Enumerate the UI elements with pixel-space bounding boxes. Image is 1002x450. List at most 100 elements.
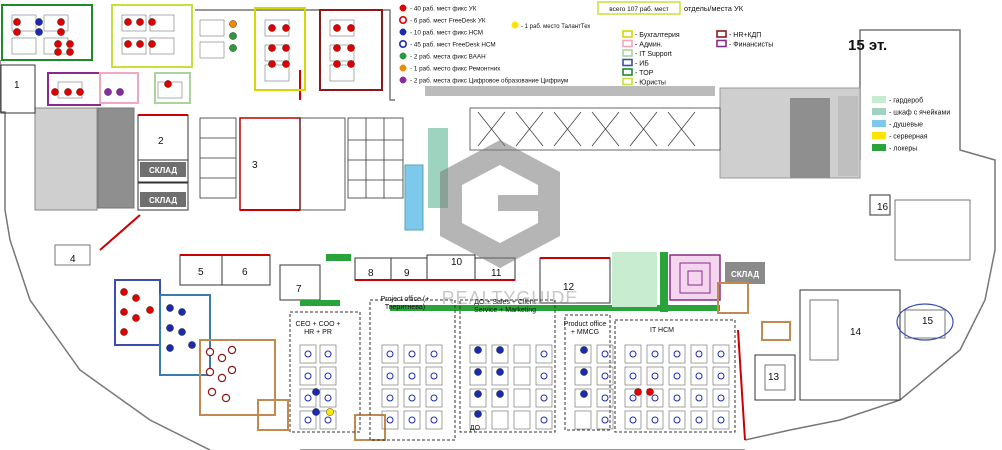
desk (425, 366, 443, 386)
building-outline (0, 9, 996, 450)
desk (646, 366, 664, 386)
zone-label-product-1: Product office (564, 321, 607, 328)
desk (574, 344, 592, 364)
legend-seat-text: - 45 раб. мест FreeDesk НСМ (410, 41, 496, 49)
legend-area-marker (872, 108, 886, 115)
legend-seat-marker (398, 39, 407, 48)
legend-talent: - 1 раб. место ТалантТех (511, 21, 590, 30)
legend-area-text: - гардероб (889, 97, 923, 105)
desk (11, 37, 37, 55)
seat-ring (540, 372, 548, 380)
legend-departments: - Бухгалтерия- Админ.- IT Support- ИБ- T… (622, 30, 773, 87)
seat-ring (695, 350, 703, 358)
room-number-14: 14 (850, 327, 862, 338)
zone-label-do-small: ДО (470, 425, 481, 432)
server-room (669, 254, 721, 301)
seat-dot (124, 18, 132, 26)
desk (624, 366, 642, 386)
legend-dept-marker (622, 58, 633, 67)
desk (469, 366, 487, 386)
zone-label-do-1: ДО + Sales + Client (474, 299, 536, 306)
room-number-7: 7 (296, 284, 302, 295)
seat-ring (324, 394, 332, 402)
floor-label: 15 эт. (848, 37, 887, 54)
zone-label-project-2: Тверитнева) (385, 304, 425, 311)
seat-dot (474, 410, 482, 418)
desk (596, 410, 614, 430)
desk (690, 410, 708, 430)
seat-dot (120, 308, 128, 316)
desk (425, 410, 443, 430)
seat-dot (326, 408, 334, 416)
desk (469, 344, 487, 364)
legend-area-marker (872, 96, 886, 103)
seat-ring (430, 416, 438, 424)
legend-area-marker (872, 120, 886, 127)
legend-seat-marker (399, 4, 407, 12)
seat-ring (673, 416, 681, 424)
desk (690, 344, 708, 364)
desk (199, 19, 225, 37)
seat-dot (347, 44, 355, 52)
seat-dot (268, 24, 276, 32)
seat-dot (205, 347, 215, 357)
seat-dot (634, 388, 642, 396)
seat-ring (673, 350, 681, 358)
room-15-outline (896, 303, 954, 341)
toilet-block (199, 117, 404, 199)
legend-dept-text: - HR+КДП (729, 32, 761, 39)
seat-dot (54, 40, 62, 48)
seat-ring (386, 350, 394, 358)
desk (329, 44, 355, 62)
desk (381, 344, 399, 364)
desk (712, 366, 730, 386)
seat-dot (229, 32, 237, 40)
seat-ring (324, 416, 332, 424)
seat-ring (324, 372, 332, 380)
seat-dot (217, 353, 227, 363)
storage-labels: СКЛАД СКЛАД СКЛАД (140, 162, 759, 279)
seat-dot (474, 346, 482, 354)
legend-dept-text: - Админ. (635, 42, 663, 49)
legend-dept-text: - Финансисты (729, 42, 773, 49)
seat-dot (347, 60, 355, 68)
room-number-3: 3 (252, 160, 258, 171)
seat-dot (580, 368, 588, 376)
seat-dot (207, 387, 217, 397)
seat-ring (695, 394, 703, 402)
desk (469, 388, 487, 408)
seat-ring (324, 350, 332, 358)
seat-dot (580, 346, 588, 354)
seat-dot (646, 388, 654, 396)
seat-ring (430, 394, 438, 402)
seat-ring (386, 416, 394, 424)
storage-label-3: СКЛАД (731, 270, 759, 279)
desk (668, 388, 686, 408)
room-number-13: 13 (768, 372, 780, 383)
total-box: всего 107 раб. мест отделы/места УК (597, 1, 744, 15)
room-number-1: 1 (14, 80, 20, 91)
seat-ring (540, 350, 548, 358)
legend-area-text: - душевые (889, 122, 923, 129)
seat-ring (601, 350, 609, 358)
desk (43, 14, 69, 32)
zone-label-ceo-2: HR + PR (304, 329, 332, 336)
desk (624, 410, 642, 430)
legend-areas: - гардероб- шкаф с ячейками- душевые- се… (872, 96, 950, 153)
legend-seat-text: - 40 раб. мест фикс УК (410, 5, 477, 13)
seat-ring (717, 416, 725, 424)
legend-seat-marker (399, 52, 407, 60)
legend-dept-marker (716, 39, 727, 48)
seat-dot (166, 324, 174, 332)
seat-ring (408, 372, 416, 380)
total-suffix: отделы/места УК (684, 4, 744, 13)
legend-seat-marker (399, 64, 407, 72)
seat-dot (496, 346, 504, 354)
desk (381, 366, 399, 386)
room-number-16: 16 (877, 202, 889, 213)
seat-dot (474, 368, 482, 376)
desk (299, 344, 317, 364)
core-blocks (34, 86, 861, 231)
seat-ring (386, 394, 394, 402)
